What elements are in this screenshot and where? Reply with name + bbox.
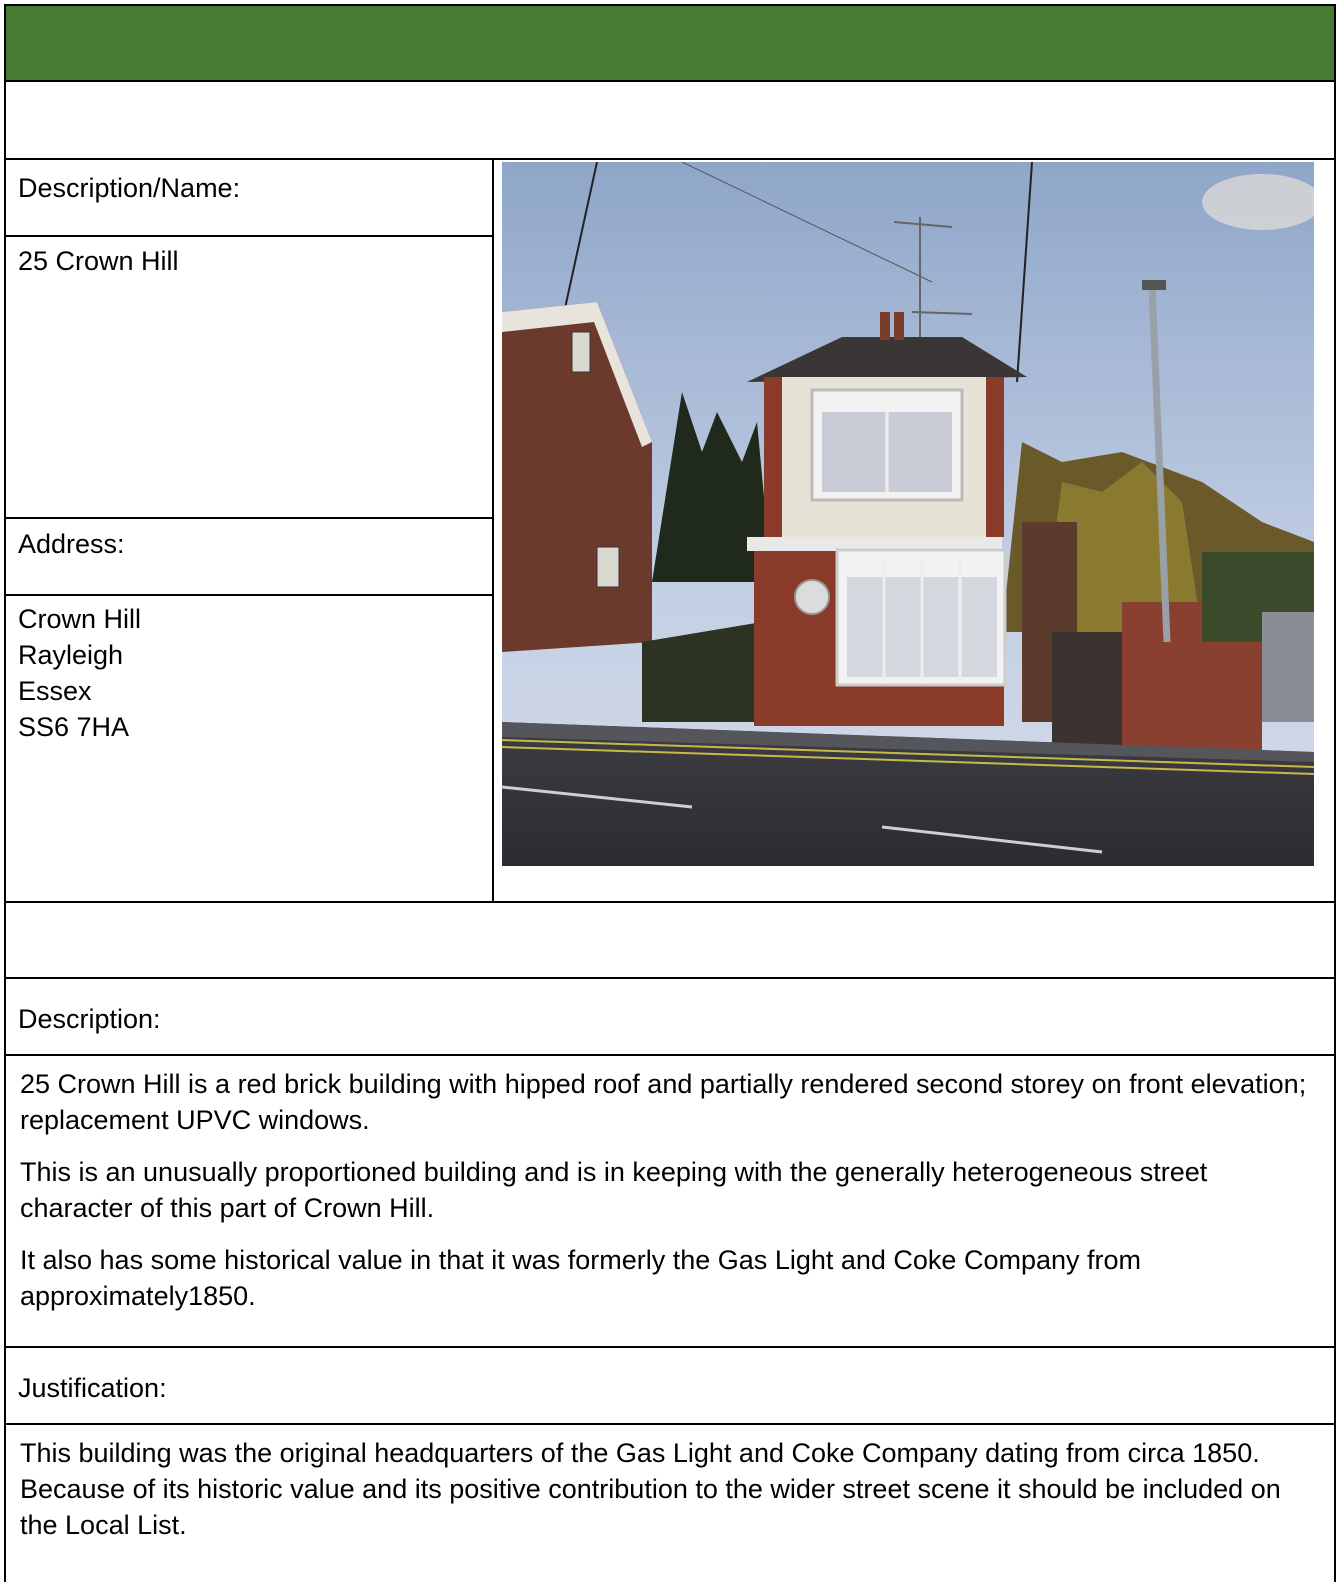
justification-text: This building was the original headquart… [20,1438,1281,1540]
address-line: Essex [18,676,92,706]
property-name: 25 Crown Hill [18,246,179,276]
rule-name-label [4,235,494,237]
column-divider [492,158,494,903]
description-paragraph: 25 Crown Hill is a red brick building wi… [20,1069,1307,1135]
building-photo [502,162,1314,866]
description-name-label: Description/Name: [18,173,241,203]
rule-before-description [4,977,1336,979]
address-line: Crown Hill [18,604,142,634]
address-block: Crown Hill Rayleigh Essex SS6 7HA [18,601,141,745]
rule-after-description-label [4,1054,1336,1056]
header-band [4,4,1336,82]
description-paragraph: This is an unusually proportioned buildi… [20,1157,1208,1223]
rule-after-photo [4,901,1336,903]
rule-address-start [4,517,494,519]
rule-address-label [4,594,494,596]
address-label: Address: [18,529,125,559]
address-line: Rayleigh [18,640,124,670]
address-line: SS6 7HA [18,712,130,742]
record-sheet: Description/Name: 25 Crown Hill Address:… [4,4,1336,1582]
rule-before-justification [4,1346,1336,1348]
description-label: Description: [18,1004,161,1034]
justification-label: Justification: [18,1373,167,1403]
rule-after-justification-label [4,1423,1336,1425]
description-paragraph: It also has some historical value in tha… [20,1245,1142,1311]
table-border-left [4,82,6,1582]
rule-top [4,158,1336,160]
table-border-right [1334,82,1336,1582]
